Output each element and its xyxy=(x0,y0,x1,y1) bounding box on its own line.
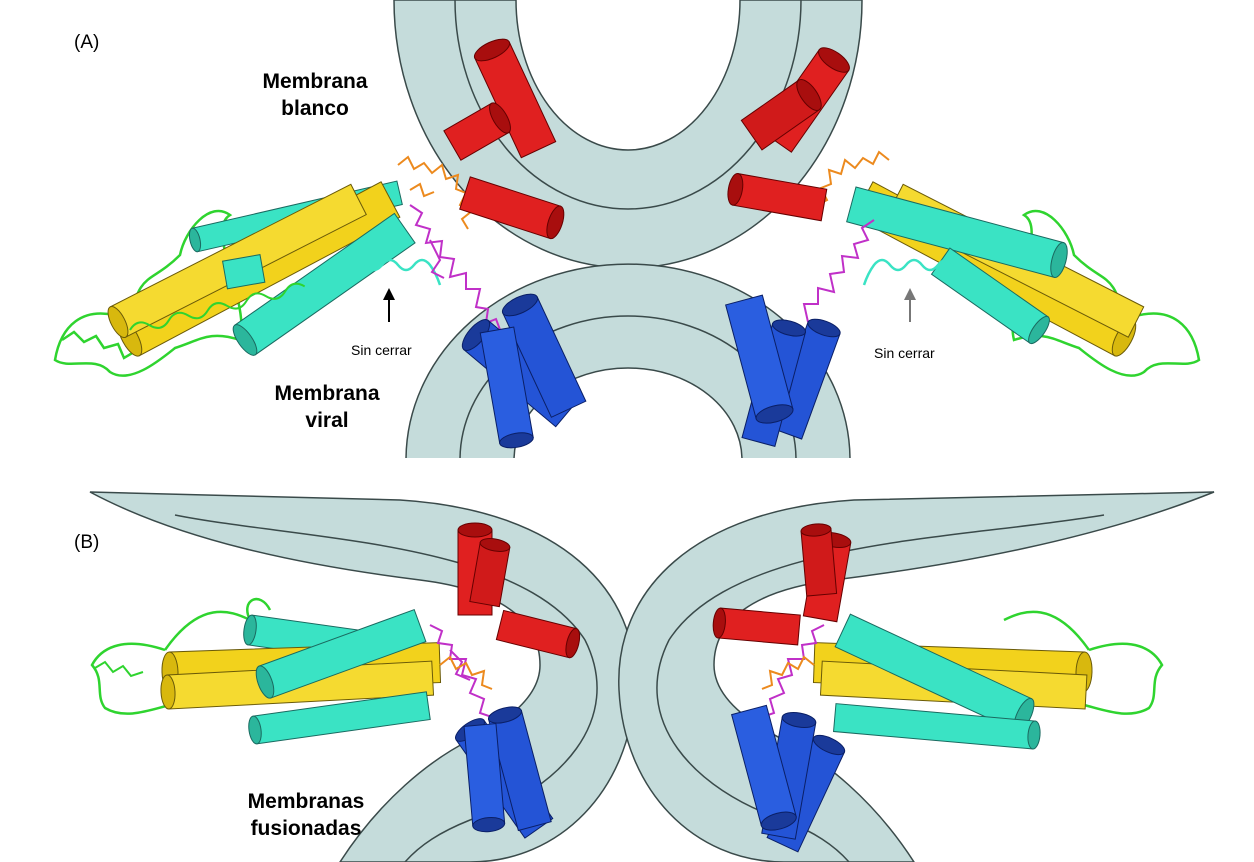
panel-a-graphic xyxy=(55,0,1199,460)
unclosed-label-left: Sin cerrar xyxy=(351,342,412,358)
unclosed-label-right: Sin cerrar xyxy=(874,345,935,361)
viral-membrane-label: Membrana viral xyxy=(262,380,392,434)
fused-membranes-label: Membranas fusionadas xyxy=(226,788,386,842)
cyan-helix xyxy=(223,255,265,289)
panel-b-label: (B) xyxy=(74,532,99,554)
right-protein-a xyxy=(726,43,1199,446)
arrow-right xyxy=(904,288,916,322)
arrow-left xyxy=(383,288,395,322)
panel-a-label: (A) xyxy=(74,32,99,54)
target-membrane-label: Membrana blanco xyxy=(250,68,380,122)
